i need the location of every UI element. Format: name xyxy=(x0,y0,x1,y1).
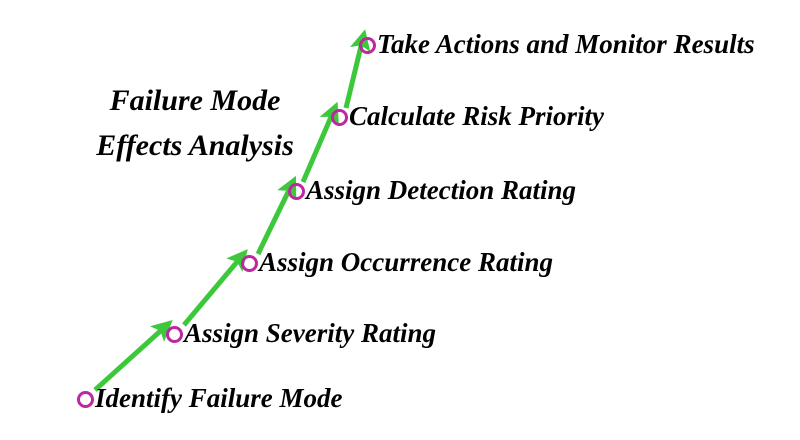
flow-arrow xyxy=(93,319,173,392)
step-marker-icon xyxy=(359,37,376,54)
step-label: Calculate Risk Priority xyxy=(349,101,605,131)
step-label: Assign Detection Rating xyxy=(306,175,577,205)
flow-arrow xyxy=(255,175,297,256)
step-marker-icon xyxy=(288,183,305,200)
step-label: Take Actions and Monitor Results xyxy=(377,29,755,59)
step-label: Identify Failure Mode xyxy=(95,383,343,413)
step-label: Assign Severity Rating xyxy=(184,318,437,348)
diagram-title: Failure Mode Effects Analysis xyxy=(70,78,320,168)
diagram-title-line-1: Failure Mode xyxy=(109,84,281,117)
flow-arrow xyxy=(300,101,339,183)
step-assign-severity-rating[interactable]: Assign Severity Rating xyxy=(166,320,436,349)
step-take-actions-and-monitor-results[interactable]: Take Actions and Monitor Results xyxy=(359,31,755,60)
step-marker-icon xyxy=(166,326,183,343)
step-marker-icon xyxy=(241,255,258,272)
step-identify-failure-mode[interactable]: Identify Failure Mode xyxy=(77,385,343,414)
step-label: Assign Occurrence Rating xyxy=(259,247,554,277)
diagram-title-line-2: Effects Analysis xyxy=(96,129,294,162)
step-marker-icon xyxy=(77,391,94,408)
step-marker-icon xyxy=(331,109,348,126)
step-calculate-risk-priority[interactable]: Calculate Risk Priority xyxy=(331,103,604,132)
step-assign-occurrence-rating[interactable]: Assign Occurrence Rating xyxy=(241,249,553,278)
step-assign-detection-rating[interactable]: Assign Detection Rating xyxy=(288,177,576,206)
flow-arrow xyxy=(182,249,248,327)
